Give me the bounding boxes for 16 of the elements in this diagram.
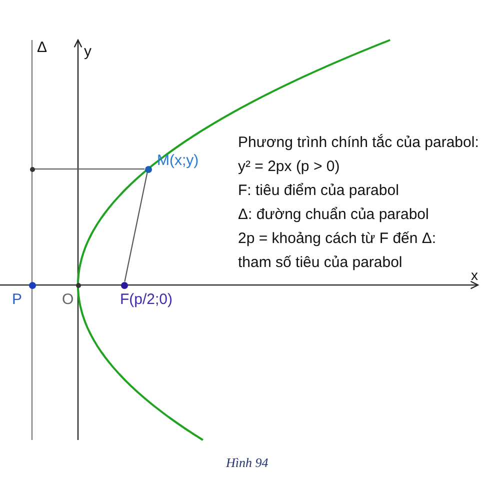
text-line: y² = 2px (p > 0) [238,159,340,174]
text-line: F: tiêu điểm của parabol [238,183,399,198]
line-segment [124,172,148,282]
axis-label: y [84,44,92,59]
caption: Hình 94 [226,456,268,469]
point-label: M(x;y) [157,153,199,168]
point-label: O [62,292,74,307]
text-line: tham số tiêu của parabol [238,255,402,270]
text-line: Δ: đường chuẩn của parabol [238,207,429,222]
line-segment [34,168,144,170]
text-line: 2p = khoảng cách từ F đến Δ: [238,231,436,246]
point-label: F(p/2;0) [120,292,173,307]
point-label: P [12,292,22,307]
axis-label: Δ [37,40,48,55]
text-line: Phương trình chính tắc của parabol: [238,135,479,150]
axis-label: x [471,268,478,282]
